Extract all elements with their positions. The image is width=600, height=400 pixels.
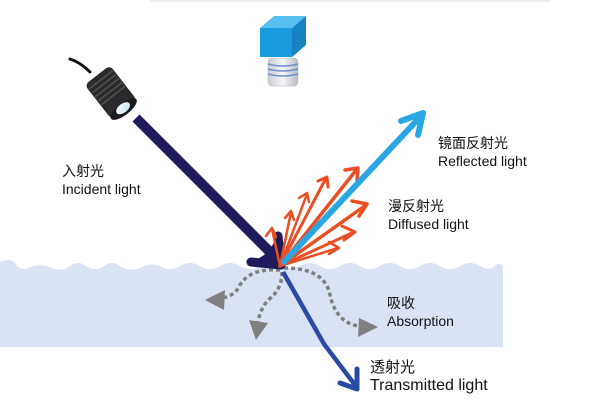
diffused-arrow-6 [278,199,369,268]
diffused-arrow-2 [278,209,296,268]
absorption-arrow-right [283,266,359,328]
incident-label-zh: 入射光 [62,164,104,180]
top-border-strip [150,0,550,2]
incident-label-en: Incident light [62,180,141,197]
diffused-label: 漫反射光 Diffused light [388,199,469,233]
diffused-label-en: Diffused light [388,215,469,232]
transmitted-label-en: Transmitted light [370,377,488,394]
transmitted-label: 透射光 Transmitted light [370,358,488,395]
spotlight-icon [68,57,137,120]
incident-label: 入射光 Incident light [62,164,141,198]
reflected-arrow [281,110,426,265]
reflected-label: 镜面反射光 Reflected light [438,136,527,170]
absorption-arrow-left [221,268,281,300]
absorption-label-en: Absorption [387,312,454,329]
absorption-label-zh: 吸收 [387,296,415,312]
transmitted-label-zh: 透射光 [370,358,416,376]
absorption-arrowhead-left [205,290,225,310]
absorption-arrowheads [205,290,378,340]
absorption-arrowhead-down [249,320,268,340]
surface-medium [0,260,503,347]
diffused-arrow-4 [278,175,330,268]
absorption-arrow-down [256,271,284,323]
diffused-arrow-1 [264,226,282,268]
diffused-arrow-8 [278,240,341,268]
diffused-arrow-7 [278,224,357,268]
diffused-arrow-3 [278,191,311,268]
absorption-label: 吸收 Absorption [387,296,454,330]
camera-icon [260,16,306,87]
reflected-label-en: Reflected light [438,152,527,169]
absorption-arrowhead-right [358,318,378,337]
transmitted-arrow [281,270,360,392]
diffused-label-zh: 漫反射光 [388,199,444,215]
absorption-arrows [221,266,359,328]
reflected-label-zh: 镜面反射光 [438,136,508,152]
incident-arrow [132,114,286,270]
